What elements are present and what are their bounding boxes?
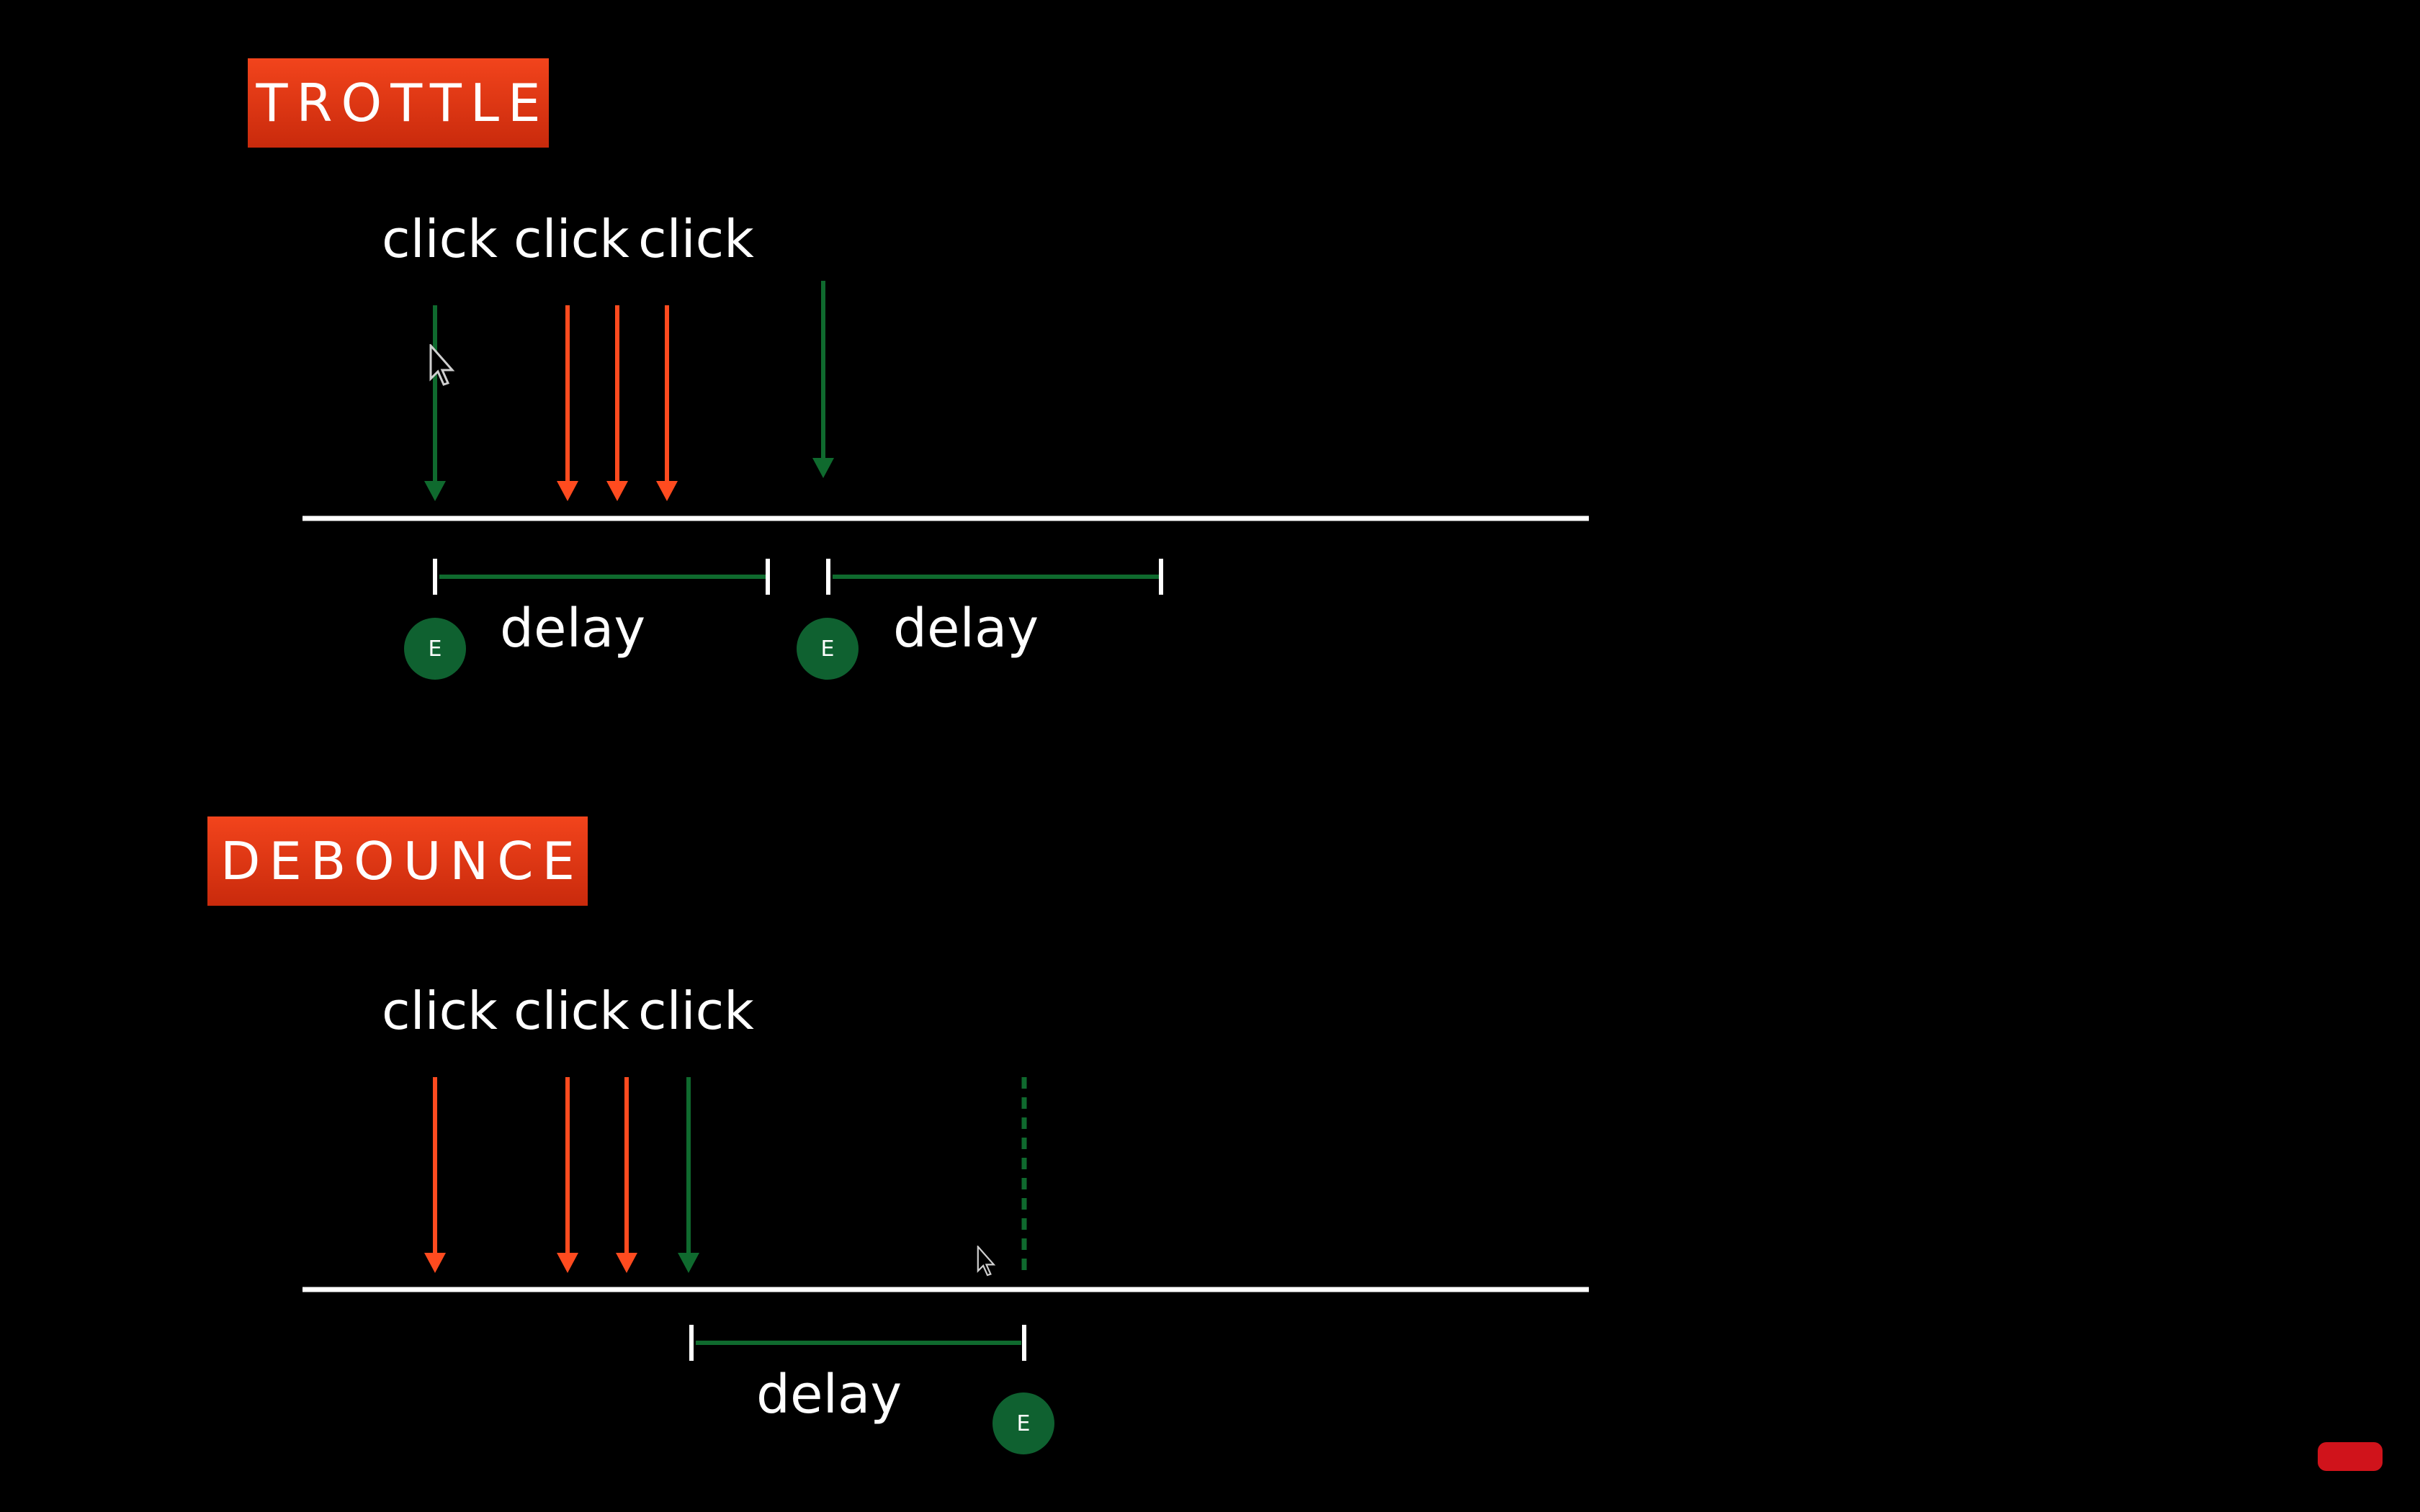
throttle-arrow-executed-1 [424, 305, 446, 501]
throttle-event-badge-1: E [404, 618, 466, 680]
throttle-delay-label-1: delay [500, 598, 646, 660]
debounce-arrow-executed [678, 1077, 699, 1273]
debounce-click-label-3: click [638, 981, 754, 1041]
debounce-arrow-ignored-3 [616, 1077, 637, 1273]
debounce-delay-label: delay [756, 1364, 902, 1426]
throttle-click-label-1: click [382, 209, 498, 269]
throttle-arrow-executed-2 [812, 281, 834, 478]
throttle-delay-bracket-2 [826, 559, 1163, 595]
debounce-click-label-1: click [382, 981, 498, 1041]
mouse-pointer-icon [429, 344, 455, 386]
debounce-diagram [302, 1077, 1589, 1361]
debounce-event-badge: E [992, 1392, 1054, 1454]
debounce-delay-bracket [689, 1325, 1026, 1361]
debounce-click-label-2: click [514, 981, 629, 1041]
throttle-delay-bracket-1 [433, 559, 770, 595]
throttle-arrow-ignored-1 [557, 305, 578, 501]
throttle-click-label-3: click [638, 209, 754, 269]
throttle-arrow-ignored-2 [606, 305, 628, 501]
throttle-diagram [302, 281, 1589, 595]
debounce-title: DEBOUNCE [207, 816, 588, 906]
debounce-arrow-ignored-2 [557, 1077, 578, 1273]
throttle-arrow-ignored-3 [656, 305, 678, 501]
throttle-click-label-2: click [514, 209, 629, 269]
throttle-delay-label-2: delay [893, 598, 1039, 660]
throttle-title: TROTTLE [248, 58, 549, 148]
youtube-logo-icon [2318, 1442, 2383, 1471]
debounce-arrow-ignored-1 [424, 1077, 446, 1273]
mouse-pointer-icon [977, 1246, 996, 1277]
throttle-event-badge-2: E [797, 618, 859, 680]
